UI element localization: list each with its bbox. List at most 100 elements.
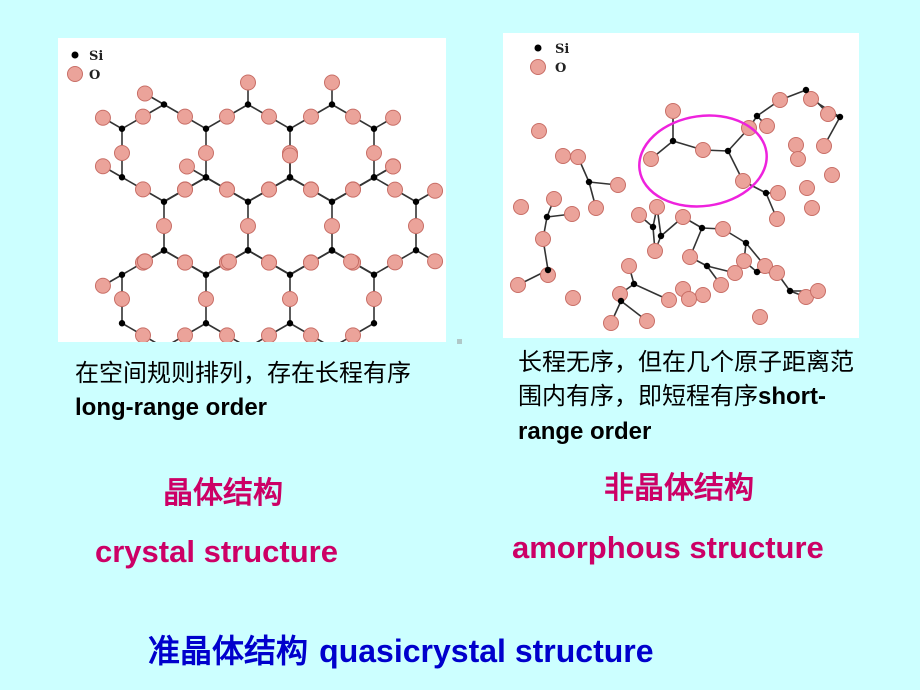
oxygen-atom xyxy=(810,283,826,299)
oxygen-atom xyxy=(665,103,681,119)
oxygen-atom xyxy=(531,123,547,139)
silicon-atom xyxy=(286,320,294,327)
oxygen-atom xyxy=(803,91,819,107)
silicon-atom xyxy=(617,297,625,305)
silicon-atom xyxy=(669,137,677,145)
oxygen-atom xyxy=(177,254,194,271)
legend-o-marker xyxy=(530,59,546,75)
oxygen-atom xyxy=(695,142,711,158)
oxygen-atom xyxy=(239,218,256,234)
oxygen-atom xyxy=(610,177,626,193)
oxygen-atom xyxy=(643,151,659,167)
oxygen-atom xyxy=(820,106,836,122)
legend-o-marker xyxy=(67,66,83,82)
silicon-atom xyxy=(286,125,294,132)
oxygen-atoms xyxy=(510,91,840,331)
legend: Si O xyxy=(67,49,103,83)
oxygen-atom xyxy=(385,158,402,175)
oxygen-atom xyxy=(387,181,404,198)
legend-si-label: Si xyxy=(555,42,569,57)
oxygen-atom xyxy=(621,258,637,274)
oxygen-atom xyxy=(323,218,340,234)
silicon-atom xyxy=(724,147,732,155)
oxygen-atom xyxy=(220,253,237,270)
oxygen-atom xyxy=(155,218,172,234)
oxygen-atom xyxy=(408,218,425,234)
crystal-description-en: long-range order xyxy=(75,394,268,421)
oxygen-atom xyxy=(649,199,665,215)
oxygen-atom xyxy=(366,145,383,161)
oxygen-atom xyxy=(282,147,298,164)
oxygen-atom xyxy=(343,253,360,270)
oxygen-atom xyxy=(345,108,362,125)
silicon-atom xyxy=(202,125,210,132)
oxygen-atom xyxy=(816,138,832,154)
amorphous-label-en: amorphous structure xyxy=(512,530,824,565)
oxygen-atom xyxy=(661,292,677,308)
quasicrystal-title-en: quasicrystal structure xyxy=(319,633,654,669)
silicon-atom xyxy=(698,224,706,232)
oxygen-atom xyxy=(94,109,111,126)
amorphous-structure-diagram: Si O xyxy=(503,33,859,338)
oxygen-atom xyxy=(824,167,840,183)
crystal-label-en: crystal structure xyxy=(95,534,338,569)
oxygen-atom xyxy=(303,181,320,198)
crystal-description: 在空间规则排列，存在长程有序long-range order xyxy=(75,356,435,425)
oxygen-atom xyxy=(565,290,581,306)
silicon-atom xyxy=(160,247,168,254)
oxygen-atom xyxy=(695,287,711,303)
legend-si-marker xyxy=(71,51,79,59)
silicon-atom xyxy=(753,268,761,276)
oxygen-atom xyxy=(427,253,444,270)
crystal-label-cn: 晶体结构 xyxy=(163,476,283,511)
oxygen-atom xyxy=(113,145,130,161)
amorphous-label-cn: 非晶体结构 xyxy=(604,471,754,506)
amorphous-network-svg: Si O xyxy=(510,42,844,331)
silicon-atom xyxy=(202,174,210,181)
silicon-atom xyxy=(786,287,794,295)
oxygen-atom xyxy=(682,249,698,265)
oxygen-atom xyxy=(759,118,775,134)
silicon-atom xyxy=(802,86,810,94)
oxygen-atom xyxy=(647,243,663,259)
oxygen-atom xyxy=(178,158,195,175)
oxygen-atom xyxy=(535,231,551,247)
silicon-atom xyxy=(753,112,761,120)
silicon-atom xyxy=(370,174,378,181)
silicon-atom xyxy=(649,223,657,231)
silicon-atom xyxy=(244,198,252,205)
oxygen-atom xyxy=(752,309,768,325)
oxygen-atom xyxy=(427,182,444,199)
oxygen-atom xyxy=(715,221,731,237)
legend: Si O xyxy=(530,42,569,76)
oxygen-atom xyxy=(94,158,111,175)
silicon-atom xyxy=(412,247,420,254)
oxygen-atom xyxy=(735,173,751,189)
oxygen-atom xyxy=(675,209,691,225)
oxygen-atom xyxy=(197,291,214,307)
silicon-atom xyxy=(585,178,593,186)
oxygen-atom xyxy=(546,191,562,207)
oxygen-atom xyxy=(176,181,193,198)
oxygen-atom xyxy=(799,180,815,196)
silicon-atom xyxy=(244,247,252,254)
oxygen-atom xyxy=(302,254,319,271)
oxygen-atom xyxy=(631,207,647,223)
oxygen-atom xyxy=(770,185,786,201)
oxygen-atom xyxy=(727,265,743,281)
oxygen-atom xyxy=(260,181,277,198)
silicon-atom xyxy=(544,266,552,274)
oxygen-atom xyxy=(570,149,586,165)
silicon-atom xyxy=(703,262,711,270)
silicon-atom xyxy=(118,125,126,132)
oxygen-atom xyxy=(261,327,277,342)
oxygen-atom xyxy=(510,277,526,293)
silicon-atom xyxy=(543,213,551,221)
oxygen-atom xyxy=(681,291,697,307)
oxygen-atom xyxy=(219,327,235,342)
oxygen-atom xyxy=(261,108,278,125)
quasicrystal-title: 准晶体结构 quasicrystal structure xyxy=(148,626,654,672)
oxygen-atom xyxy=(281,291,298,307)
oxygen-atom xyxy=(736,253,752,269)
silicon-atom xyxy=(328,247,336,254)
